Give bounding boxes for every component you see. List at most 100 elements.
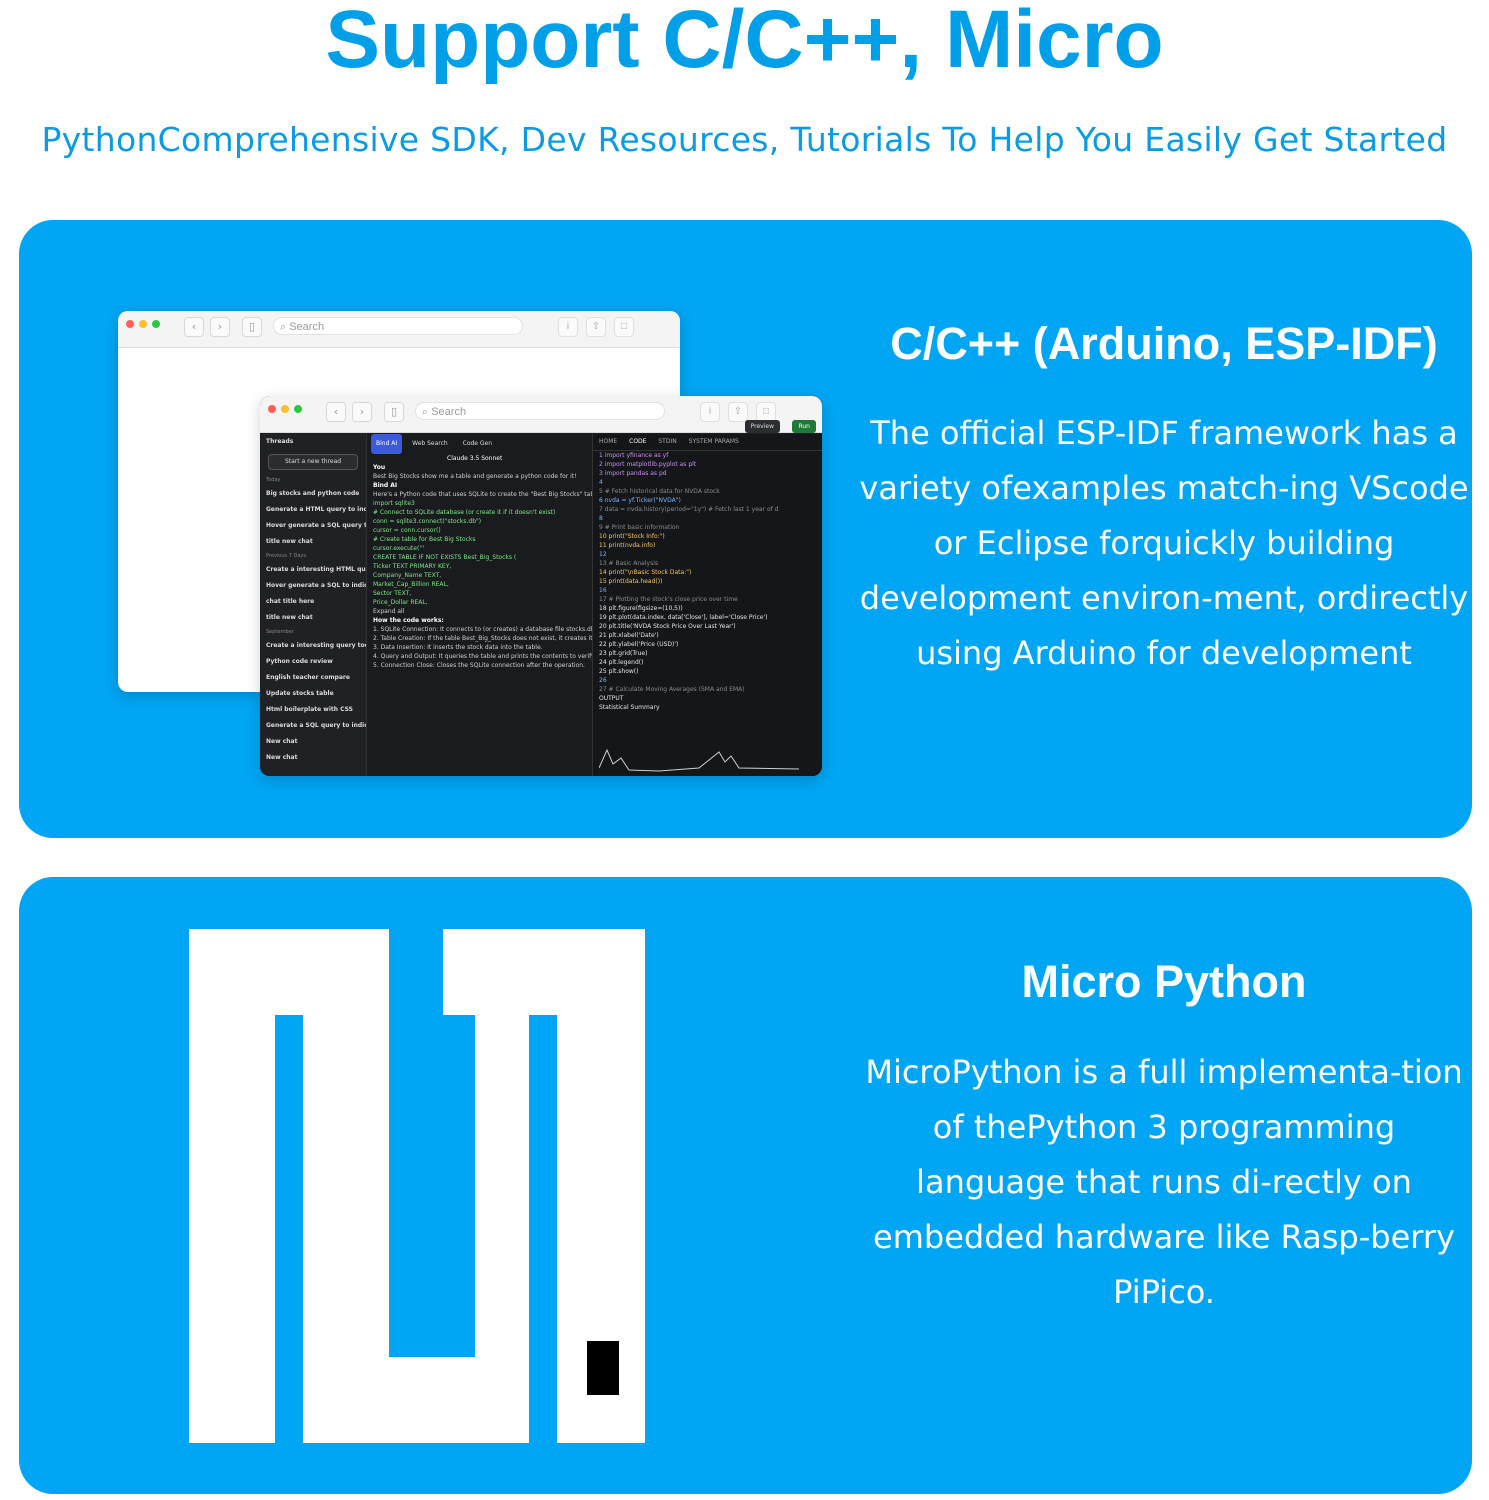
thread-item[interactable]: New chat xyxy=(266,738,298,745)
new-thread-button[interactable]: Start a new thread xyxy=(268,454,358,470)
code-line: 9 # Print basic information xyxy=(599,524,680,531)
chat-line: conn = sqlite3.connect("stocks.db") xyxy=(373,518,482,525)
code-panel: HOME CODE STDIN SYSTEM PARAMS Preview Ru… xyxy=(593,420,822,776)
forward-arrow-icon[interactable]: › xyxy=(352,402,372,422)
micropython-panel: Micro Python MicroPython is a full imple… xyxy=(19,877,1472,1494)
chat-line: Best Big Stocks show me a table and gene… xyxy=(373,473,577,480)
minimize-dot-icon[interactable] xyxy=(139,320,147,328)
thread-item[interactable]: Create a interesting HTML query xyxy=(266,566,366,573)
chat-line: How the code works: xyxy=(373,617,444,624)
forward-arrow-icon[interactable]: › xyxy=(210,317,230,337)
chat-line: CREATE TABLE IF NOT EXISTS Best_Big_Stoc… xyxy=(373,554,517,561)
tab-stdin[interactable]: STDIN xyxy=(658,438,677,445)
minimize-dot-icon[interactable] xyxy=(281,405,289,413)
tab-code[interactable]: CODE xyxy=(629,438,647,445)
info-icon[interactable]: i xyxy=(558,317,578,337)
code-line: 26 xyxy=(599,677,607,684)
page-subtitle: PythonComprehensive SDK, Dev Resources, … xyxy=(41,120,1448,159)
maximize-dot-icon[interactable] xyxy=(294,405,302,413)
code-line: 17 # Plotting the stock's close price ov… xyxy=(599,596,738,603)
tab-home[interactable]: HOME xyxy=(599,438,618,445)
threads-sidebar: Threads Start a new thread Today Big sto… xyxy=(260,434,367,776)
threads-title: Threads xyxy=(266,438,294,445)
thread-item[interactable]: Big stocks and python code xyxy=(266,490,360,497)
thread-item[interactable]: Generate a HTML query to indicat xyxy=(266,506,366,513)
chat-line: 3. Data Insertion: It inserts the stock … xyxy=(373,644,543,651)
search-input[interactable]: ⌕ Search xyxy=(415,402,665,420)
chat-line: 4. Query and Output: It queries the tabl… xyxy=(373,653,592,660)
share-icon[interactable]: ⇧ xyxy=(586,317,606,337)
preview-button[interactable]: Preview xyxy=(744,420,780,433)
code-line: 3 import pandas as pd xyxy=(599,470,667,477)
code-line: 15 print(data.head()) xyxy=(599,578,663,585)
search-placeholder: Search xyxy=(289,321,325,333)
code-line: 4 xyxy=(599,479,603,486)
tabs-icon[interactable]: □ xyxy=(614,317,634,337)
code-line: 13 # Basic Analysis xyxy=(599,560,658,567)
code-line: 1 import yfinance as yf xyxy=(599,452,669,459)
sidebar-icon[interactable]: ▯ xyxy=(242,317,262,337)
thread-item[interactable]: title new chat xyxy=(266,538,313,545)
code-tabs: HOME CODE STDIN SYSTEM PARAMS xyxy=(593,434,822,451)
code-line: 23 plt.grid(True) xyxy=(599,650,648,657)
app-content: Threads Start a new thread Today Big sto… xyxy=(260,420,822,776)
search-input[interactable]: ⌕ Search xyxy=(273,317,523,335)
share-icon[interactable]: ⇧ xyxy=(728,402,748,422)
thread-item[interactable]: New chat xyxy=(266,754,298,761)
thread-item[interactable]: Create a interesting query tool xyxy=(266,642,366,649)
chat-line: Price_Dollar REAL, xyxy=(373,599,428,606)
chat-line: # Connect to SQLite database (or create … xyxy=(373,509,556,516)
back-arrow-icon[interactable]: ‹ xyxy=(184,317,204,337)
output-label: OUTPUT xyxy=(599,695,624,702)
code-line: 27 # Calculate Moving Averages (SMA and … xyxy=(599,686,745,693)
back-arrow-icon[interactable]: ‹ xyxy=(326,402,346,422)
code-line: 21 plt.xlabel('Date') xyxy=(599,632,659,639)
thread-item[interactable]: Generate a SQL query to indicat xyxy=(266,722,366,729)
close-dot-icon[interactable] xyxy=(268,405,276,413)
run-button[interactable]: Run xyxy=(792,420,816,433)
section-previous: Previous 7 Days xyxy=(266,553,306,559)
maximize-dot-icon[interactable] xyxy=(152,320,160,328)
chat-line: You xyxy=(373,464,386,471)
micropython-logo xyxy=(189,929,645,1443)
code-editor[interactable]: 1 import yfinance as yf 2 import matplotl… xyxy=(593,451,822,694)
chat-line: 5. Connection Close: Closes the SQLite c… xyxy=(373,662,585,669)
tabs-icon[interactable]: □ xyxy=(756,402,776,422)
thread-item[interactable]: Python code review xyxy=(266,658,333,665)
thread-item[interactable]: Hover generate a SQL to indicate xyxy=(266,582,366,589)
sidebar-icon[interactable]: ▯ xyxy=(384,402,404,422)
tab-bind-ai[interactable]: Bind AI xyxy=(371,434,403,454)
tab-code-gen[interactable]: Code Gen xyxy=(462,440,493,447)
tab-web-search[interactable]: Web Search xyxy=(412,440,448,447)
mode-tabs: Bind AI Web Search Code Gen xyxy=(367,434,592,454)
code-line: 7 data = nvda.history(period="1y") # Fet… xyxy=(599,506,779,513)
thread-item[interactable]: chat title here xyxy=(266,598,315,605)
chat-line: Here's a Python code that uses SQLite to… xyxy=(373,491,592,498)
chat-line: Ticker TEXT PRIMARY KEY, xyxy=(373,563,452,570)
micropython-description: MicroPython is a full implementa-tion of… xyxy=(865,1053,1463,1311)
code-line: 19 plt.plot(data.index, data['Close'], l… xyxy=(599,614,768,621)
chat-line: Company_Name TEXT, xyxy=(373,572,442,579)
section-september: September xyxy=(266,629,294,635)
search-placeholder: Search xyxy=(431,406,467,418)
code-line: 25 plt.show() xyxy=(599,668,639,675)
info-icon[interactable]: i xyxy=(700,402,720,422)
thread-item[interactable]: Hover generate a SQL query to in xyxy=(266,522,366,529)
code-line: 24 plt.legend() xyxy=(599,659,644,666)
thread-item[interactable]: title new chat xyxy=(266,614,313,621)
cpp-heading: C/C++ (Arduino, ESP-IDF) xyxy=(890,318,1438,369)
model-selector[interactable]: Claude 3.5 Sonnet xyxy=(447,455,503,462)
thread-item[interactable]: Update stocks table xyxy=(266,690,334,697)
page-title: Support C/C++, Micro xyxy=(325,0,1164,85)
close-dot-icon[interactable] xyxy=(126,320,134,328)
cpp-panel: ‹ › ▯ ⌕ Search i ⇧ □ ‹ › ▯ ⌕ Search i ⇧ … xyxy=(19,220,1472,838)
code-line: 2 import matplotlib.pyplot as plt xyxy=(599,461,697,468)
chat-line: Bind AI xyxy=(373,482,398,489)
thread-item[interactable]: English teacher compare xyxy=(266,674,350,681)
micropython-heading: Micro Python xyxy=(1021,956,1307,1007)
chat-line: import sqlite3 xyxy=(373,500,415,507)
thread-item[interactable]: Html boilerplate with CSS xyxy=(266,706,353,713)
tab-system-params[interactable]: SYSTEM PARAMS xyxy=(688,438,739,445)
chat-line: Market_Cap_Billion REAL, xyxy=(373,581,449,588)
chat-panel: Bind AI Web Search Code Gen Claude 3.5 S… xyxy=(367,434,593,776)
